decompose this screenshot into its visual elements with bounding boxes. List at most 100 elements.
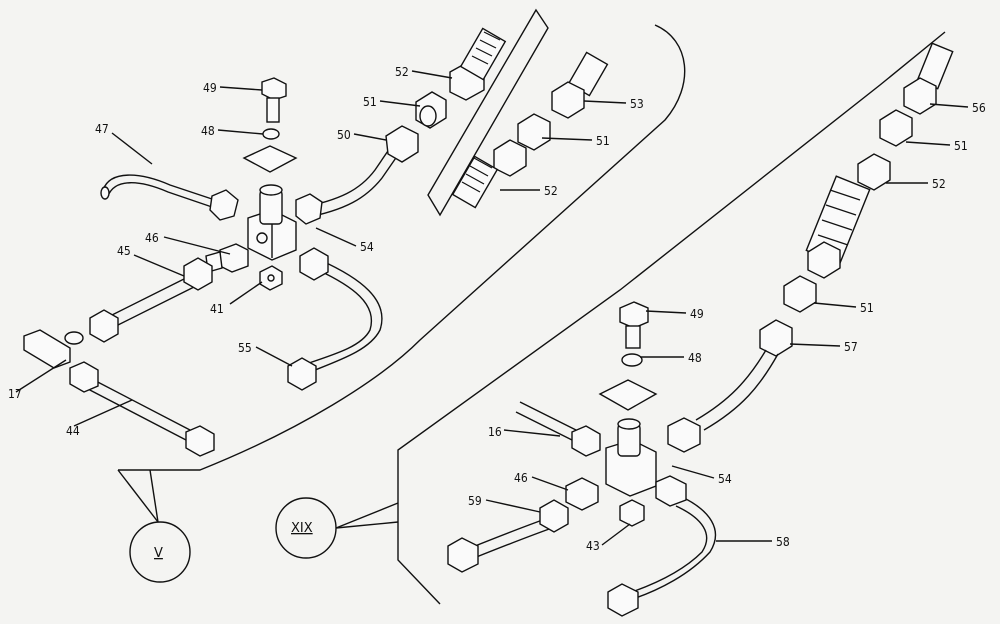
fitting-51c	[879, 109, 913, 147]
hose-52b	[451, 155, 499, 209]
label-57: 57	[844, 340, 858, 354]
label-48-right: 48	[688, 351, 702, 365]
plate-b	[598, 379, 658, 411]
label-44: 44	[66, 424, 80, 438]
label-46-right: 46	[514, 471, 528, 485]
fitting-51d	[783, 275, 817, 313]
tube-44	[89, 377, 191, 431]
view-xix-leader-a	[335, 502, 399, 529]
label-46-left: 46	[145, 231, 159, 245]
label-53: 53	[630, 97, 644, 111]
tube-47-end	[100, 186, 110, 200]
leader-lines	[15, 70, 969, 546]
plate	[242, 145, 298, 173]
hose-52c-hatch	[817, 189, 861, 246]
nut-59a	[447, 537, 479, 573]
label-51-inset: 51	[596, 134, 610, 148]
left-view-outline	[118, 24, 686, 471]
bolt-head-49b	[619, 301, 649, 329]
nut-50	[385, 125, 419, 163]
view-v-leader-b	[117, 469, 159, 523]
label-49-right: 49	[690, 307, 704, 321]
nut-52b	[493, 139, 527, 177]
washer-48a	[262, 128, 280, 140]
tube-47	[102, 174, 216, 201]
label-50: 50	[337, 128, 351, 142]
label-54-left: 54	[360, 240, 374, 254]
nut-59b	[539, 499, 569, 533]
label-54-right: 54	[718, 472, 732, 486]
label-43: 43	[586, 539, 600, 553]
view-v-circle	[129, 521, 191, 583]
tube-16	[519, 401, 581, 433]
nut-47	[209, 189, 239, 221]
fitting-51a-end	[419, 105, 437, 127]
label-52-inset: 52	[544, 184, 558, 198]
right-view-outline	[397, 31, 946, 605]
label-51-top: 51	[363, 95, 377, 109]
tube-16-b	[515, 411, 577, 443]
nut-16	[571, 425, 601, 457]
hose-52b-hatch	[461, 157, 493, 193]
column-top	[259, 184, 283, 196]
label-49-left: 49	[203, 81, 217, 95]
fitting-51b	[517, 113, 551, 151]
nut-53	[551, 81, 585, 119]
inset-box	[427, 8, 549, 217]
label-58: 58	[776, 535, 790, 549]
nut-57b	[667, 417, 701, 453]
view-xix-leader-b	[335, 521, 399, 529]
tube-45	[109, 275, 191, 317]
nut-45b	[183, 257, 213, 291]
nut-41	[259, 265, 283, 291]
nut-55b	[287, 357, 317, 391]
label-17: 17	[8, 387, 22, 401]
nut-43	[619, 499, 645, 527]
tube-57-b	[703, 353, 779, 431]
label-52-top: 52	[395, 65, 409, 79]
tube-58-b	[625, 505, 708, 595]
view-v-leader-a	[149, 469, 159, 523]
label-52-right: 52	[932, 177, 946, 191]
bolt-shank-49a	[266, 97, 280, 123]
label-47: 47	[95, 122, 109, 136]
nut-56	[903, 77, 937, 115]
nut-58b	[607, 583, 639, 617]
tube-44-b	[85, 387, 187, 441]
fitting-17-port	[64, 331, 84, 345]
nut-55a	[299, 247, 329, 281]
view-xix-label: XIX	[291, 521, 313, 536]
fitting-17	[23, 329, 71, 369]
label-51-right-top: 51	[954, 139, 968, 153]
label-55: 55	[238, 341, 252, 355]
washer-48b	[621, 353, 643, 367]
hose-52a-hatch	[471, 31, 501, 65]
tube-57	[695, 349, 767, 421]
tube-47-inner	[107, 182, 213, 208]
tube-55-b	[305, 269, 373, 365]
column-b-top	[617, 418, 641, 430]
nut-45a	[89, 309, 119, 343]
view-v-label: V	[154, 546, 163, 561]
nut-58a	[655, 475, 687, 507]
tube-59-b	[473, 527, 553, 559]
nut-57	[759, 319, 793, 357]
nut-54-left	[295, 193, 323, 225]
bolt-shank-49b	[625, 325, 641, 349]
label-45: 45	[117, 244, 131, 258]
nut-41-hole	[267, 274, 275, 282]
label-16: 16	[488, 425, 502, 439]
nut-52c	[857, 153, 891, 191]
tube-45-b	[115, 285, 197, 327]
label-51-right-mid: 51	[860, 301, 874, 315]
nipple-46	[219, 243, 249, 273]
hose-52a	[459, 27, 507, 81]
nipple-46b	[565, 477, 599, 511]
label-48-left: 48	[201, 124, 215, 138]
label-41: 41	[210, 302, 224, 316]
nut-44b	[185, 425, 215, 457]
cross-port	[256, 232, 268, 244]
nut-52c-b	[807, 241, 841, 279]
label-56: 56	[972, 101, 986, 115]
